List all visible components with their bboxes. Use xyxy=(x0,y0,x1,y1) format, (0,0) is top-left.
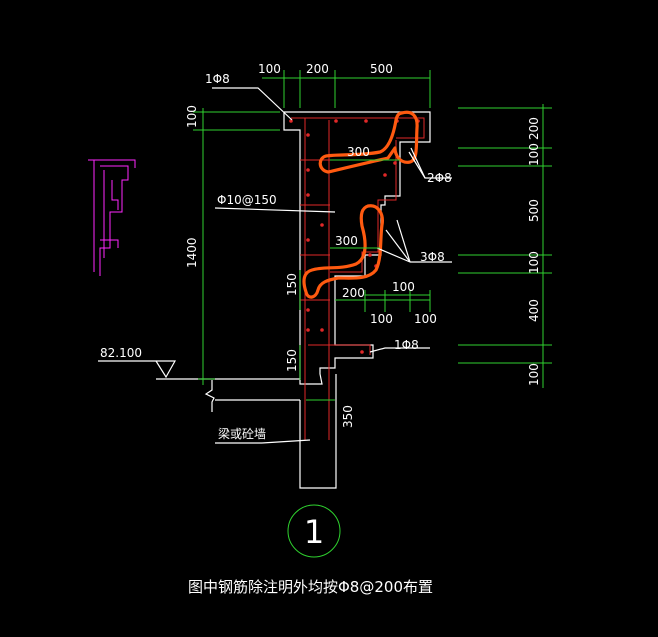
dim-right-100c: 100 xyxy=(527,363,541,386)
highlight-lower xyxy=(302,204,384,299)
dim-left-100: 100 xyxy=(185,105,199,128)
drawing-note: 图中钢筋除注明外均按Φ8@200布置 xyxy=(188,578,433,596)
label-stirrup: Φ10@150 xyxy=(217,193,277,207)
label-rebar-3: 3Φ8 xyxy=(420,250,445,264)
small-elevation-view xyxy=(88,159,136,276)
dim-top-200: 200 xyxy=(306,62,329,76)
elevation-mark xyxy=(98,360,177,379)
label-rebar-top: 1Φ8 xyxy=(205,72,230,86)
leaders xyxy=(212,87,452,444)
break-symbol xyxy=(204,380,215,412)
dim-100a: 100 xyxy=(392,280,415,294)
detail-number: 1 xyxy=(304,513,324,551)
dim-200: 200 xyxy=(342,286,365,300)
label-elevation: 82.100 xyxy=(100,346,142,360)
beam-below xyxy=(299,374,337,489)
dim-300a: 300 xyxy=(347,145,370,159)
dim-150a: 150 xyxy=(285,273,299,296)
dim-100b: 100 xyxy=(370,312,393,326)
section-outline-left xyxy=(283,112,301,379)
dim-350: 350 xyxy=(341,405,355,428)
dim-150b: 150 xyxy=(285,349,299,372)
section-outline xyxy=(215,111,431,385)
label-rebar-1b: 1Φ8 xyxy=(394,338,419,352)
dim-left-1400: 1400 xyxy=(185,237,199,268)
dim-right-400: 400 xyxy=(527,299,541,322)
dim-top-100: 100 xyxy=(258,62,281,76)
dim-right-100b: 100 xyxy=(527,251,541,274)
dim-right-100a: 100 xyxy=(527,143,541,166)
dim-100c: 100 xyxy=(414,312,437,326)
label-rebar-2: 2Φ8 xyxy=(427,171,452,185)
dim-right-500: 500 xyxy=(527,199,541,222)
detail-circle xyxy=(287,504,341,558)
highlight-upper xyxy=(318,110,419,174)
dim-right-200: 200 xyxy=(527,117,541,140)
dimension-lines xyxy=(193,70,552,401)
dim-top-500: 500 xyxy=(370,62,393,76)
label-wall: 梁或砼墙 xyxy=(218,426,266,441)
dim-300b: 300 xyxy=(335,234,358,248)
